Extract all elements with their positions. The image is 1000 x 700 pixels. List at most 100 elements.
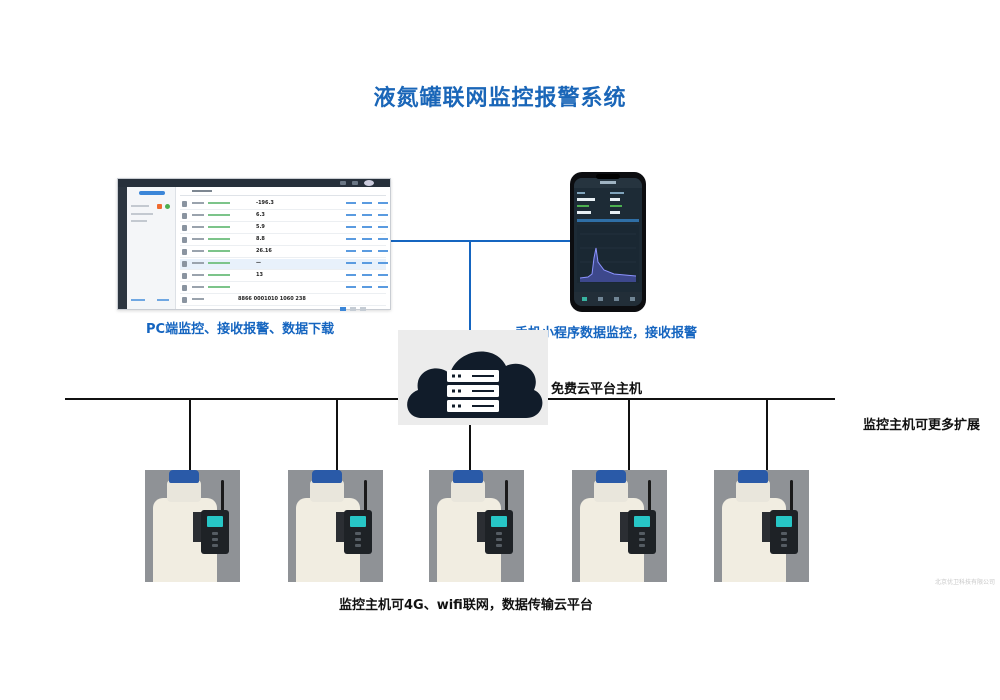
antenna-icon [648,480,651,514]
device-icon [182,261,187,267]
device-icon [182,285,187,291]
row-action [378,262,388,264]
mobile-text [577,192,585,194]
table-row: 26.16 [180,247,388,258]
pc-list-header [180,189,386,196]
row-action [346,202,356,204]
tank-neck [736,480,770,502]
device-value: 6.3 [256,212,265,218]
pc-titlebar-control [352,181,358,185]
mobile-phone [570,172,646,312]
device-name [192,250,204,252]
device-value: — [256,260,261,266]
row-action [346,286,356,288]
monitor-button [781,538,787,541]
tab-icon [614,297,619,301]
mobile-value [610,198,620,201]
monitor-unit [628,510,656,554]
device-status [208,214,230,216]
row-action [346,214,356,216]
mobile-value [610,211,620,214]
bracket [762,512,772,542]
row-action [346,226,356,228]
device-value: -196.3 [256,200,274,206]
warning-indicator [157,204,162,209]
avatar [364,180,374,186]
row-action [378,202,388,204]
device-icon [182,225,187,231]
device-name [192,238,204,240]
monitor-button [212,538,218,541]
antenna-icon [505,480,508,514]
device-icon [182,273,187,279]
table-row: 8.8 [180,235,388,246]
phone-notch [596,174,620,179]
page-button [350,307,356,311]
pc-panel-line [131,220,147,222]
device-name [192,226,204,228]
antenna-icon [221,480,224,514]
expand-caption: 监控主机可更多扩展 [863,418,981,433]
row-action [378,238,388,240]
monitor-button [781,544,787,547]
pc-titlebar [118,179,390,187]
pc-device-list: -196.3 6.3 5.9 8.8 26.16 — 13 8866 00010… [176,187,390,311]
device-status [208,202,230,204]
tank-with-monitor-1 [145,470,240,582]
tank-with-monitor-2 [288,470,383,582]
tab-icon [582,297,587,301]
antenna-icon [790,480,793,514]
device-value: 5.9 [256,224,265,230]
tab-icon [630,297,635,301]
row-action [378,214,388,216]
device-value: 26.16 [256,248,272,254]
tank-neck [594,480,628,502]
mobile-chart-header [577,219,639,222]
table-row: 8866 0001010 1060 238 [180,295,386,306]
monitor-button [212,532,218,535]
row-action [346,238,356,240]
tank-with-monitor-4 [572,470,667,582]
pc-monitor-screenshot: -196.3 6.3 5.9 8.8 26.16 — 13 8866 00010… [117,178,391,311]
device-status [208,262,230,264]
row-action [346,274,356,276]
monitor-button [639,532,645,535]
monitor-button [496,532,502,535]
bracket [336,512,346,542]
device-icon [182,249,187,255]
device-name [192,298,204,300]
mobile-screen [574,178,642,306]
device-status [208,274,230,276]
device-name [192,214,204,216]
tank-with-monitor-5 [714,470,809,582]
tank-cap [453,470,483,483]
tank-cap [312,470,342,483]
mobile-tabbar [574,292,642,306]
cloud-server-icon [398,330,548,425]
monitor-display [207,516,223,527]
table-row [180,283,388,294]
monitor-unit [485,510,513,554]
watermark: 北京优卫科技有限公司 [935,579,996,586]
device-status [208,238,230,240]
page-button [360,307,366,311]
network-caption: 监控主机可4G、wifi联网，数据传输云平台 [339,598,593,613]
device-status [208,250,230,252]
row-action [346,250,356,252]
pc-panel-line [131,299,145,301]
tab-icon [598,297,603,301]
monitor-display [491,516,507,527]
row-action [362,226,372,228]
row-action [378,274,388,276]
monitor-unit [344,510,372,554]
device-icon [182,201,187,207]
row-action [362,250,372,252]
tank-cap [169,470,199,483]
mobile-status [610,205,622,207]
row-action [362,262,372,264]
table-row: 13 [180,271,388,282]
monitor-unit [770,510,798,554]
row-action [362,238,372,240]
pc-panel-line [131,213,153,215]
bracket [620,512,630,542]
